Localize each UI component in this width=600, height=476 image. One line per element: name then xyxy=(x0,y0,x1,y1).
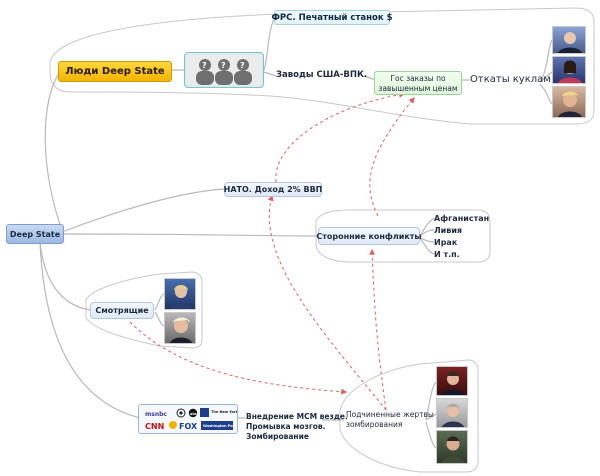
overseers-label: Смотрящие xyxy=(95,306,149,315)
msnbc-logo: msnbc xyxy=(145,411,167,418)
overseer-photo-2 xyxy=(164,312,196,344)
root-connectors xyxy=(39,16,553,449)
puppet-photo-3 xyxy=(552,86,586,118)
svg-text:?: ? xyxy=(221,61,226,70)
overseers-group-boundary xyxy=(85,271,203,349)
svg-text:The New York: The New York xyxy=(211,410,237,414)
subjects-group-boundary xyxy=(339,359,479,473)
silhouettes-group-icon: ??? xyxy=(184,52,264,88)
dashed-relations xyxy=(129,91,415,411)
media-text[interactable]: Внедрение МСМ везде. Промывка мозгов. Зо… xyxy=(246,412,348,442)
fed-label: ФРС. Печатный станок $ xyxy=(271,12,393,23)
svg-text:abc: abc xyxy=(190,412,197,416)
conflict-item-afghanistan[interactable]: Афганистан xyxy=(434,214,490,223)
media-line1: Внедрение МСМ везде. xyxy=(246,412,348,421)
subject-photo-1 xyxy=(436,366,468,396)
media-line3: Зомбирование xyxy=(246,432,309,441)
puppet-photo-1 xyxy=(552,26,586,54)
portrait-icon xyxy=(441,403,465,427)
contracts-node[interactable]: Гос заказы по завышенным ценам xyxy=(374,71,462,95)
media-logos-svg: msnbc abc The New York CNN FOX Washingto… xyxy=(145,408,239,431)
factories-label[interactable]: Заводы США-ВПК. xyxy=(276,70,368,80)
portrait-icon xyxy=(557,60,583,83)
people-node[interactable]: Люди Deep State xyxy=(58,61,172,82)
kickbacks-label[interactable]: Откаты куклам xyxy=(470,74,551,85)
conflicts-label: Сторонние конфликты xyxy=(316,231,422,241)
subject-photo-2 xyxy=(436,398,468,428)
svg-text:Washington Post: Washington Post xyxy=(203,424,237,428)
conflict-item-etc[interactable]: И т.п. xyxy=(434,250,460,259)
people-group-boundary xyxy=(49,7,595,125)
overseers-node[interactable]: Смотрящие xyxy=(90,302,154,319)
portrait-icon xyxy=(557,32,583,53)
subjects-line2: зомбирования xyxy=(346,420,403,429)
svg-text:?: ? xyxy=(202,61,207,70)
root-node[interactable]: Deep State xyxy=(6,224,64,244)
conflicts-node[interactable]: Сторонние конфликты xyxy=(316,227,422,245)
root-label: Deep State xyxy=(9,229,61,239)
washington-post-logo xyxy=(201,421,233,430)
portrait-icon xyxy=(441,436,465,463)
subjects-line1: Подчиненные жертвы xyxy=(346,410,434,419)
cnn-logo: CNN xyxy=(145,422,164,431)
portrait-icon xyxy=(169,317,193,343)
nato-node[interactable]: НАТО. Доход 2% ВВП xyxy=(224,182,322,197)
contracts-line2: завышенным ценам xyxy=(378,84,458,93)
media-line2: Промывка мозгов. xyxy=(246,422,326,431)
nyt-logo-block xyxy=(200,408,209,417)
conflicts-group-boundary xyxy=(315,209,491,263)
silhouettes-svg: ??? xyxy=(187,55,261,85)
overseer-photo-1 xyxy=(164,278,196,310)
people-label: Люди Deep State xyxy=(65,66,165,77)
puppet-photo-2 xyxy=(552,56,586,84)
fox-logo: FOX xyxy=(179,422,198,431)
fed-node[interactable]: ФРС. Печатный станок $ xyxy=(271,10,393,25)
portrait-icon xyxy=(169,285,193,309)
subjects-text[interactable]: Подчиненные жертвы зомбирования xyxy=(346,410,434,430)
conflict-item-libya[interactable]: Ливия xyxy=(434,226,463,235)
portrait-icon xyxy=(557,91,583,117)
contracts-line1: Гос заказы по xyxy=(390,74,446,83)
nato-label: НАТО. Доход 2% ВВП xyxy=(223,185,323,194)
nbc-logo xyxy=(169,421,177,429)
subject-photo-3 xyxy=(436,430,468,464)
portrait-icon xyxy=(441,371,465,395)
conflict-item-iraq[interactable]: Ирак xyxy=(434,238,458,247)
abc-logo xyxy=(188,408,198,418)
media-logos-image: msnbc abc The New York CNN FOX Washingto… xyxy=(138,404,239,434)
svg-text:?: ? xyxy=(240,61,245,70)
cbs-logo xyxy=(176,408,186,418)
